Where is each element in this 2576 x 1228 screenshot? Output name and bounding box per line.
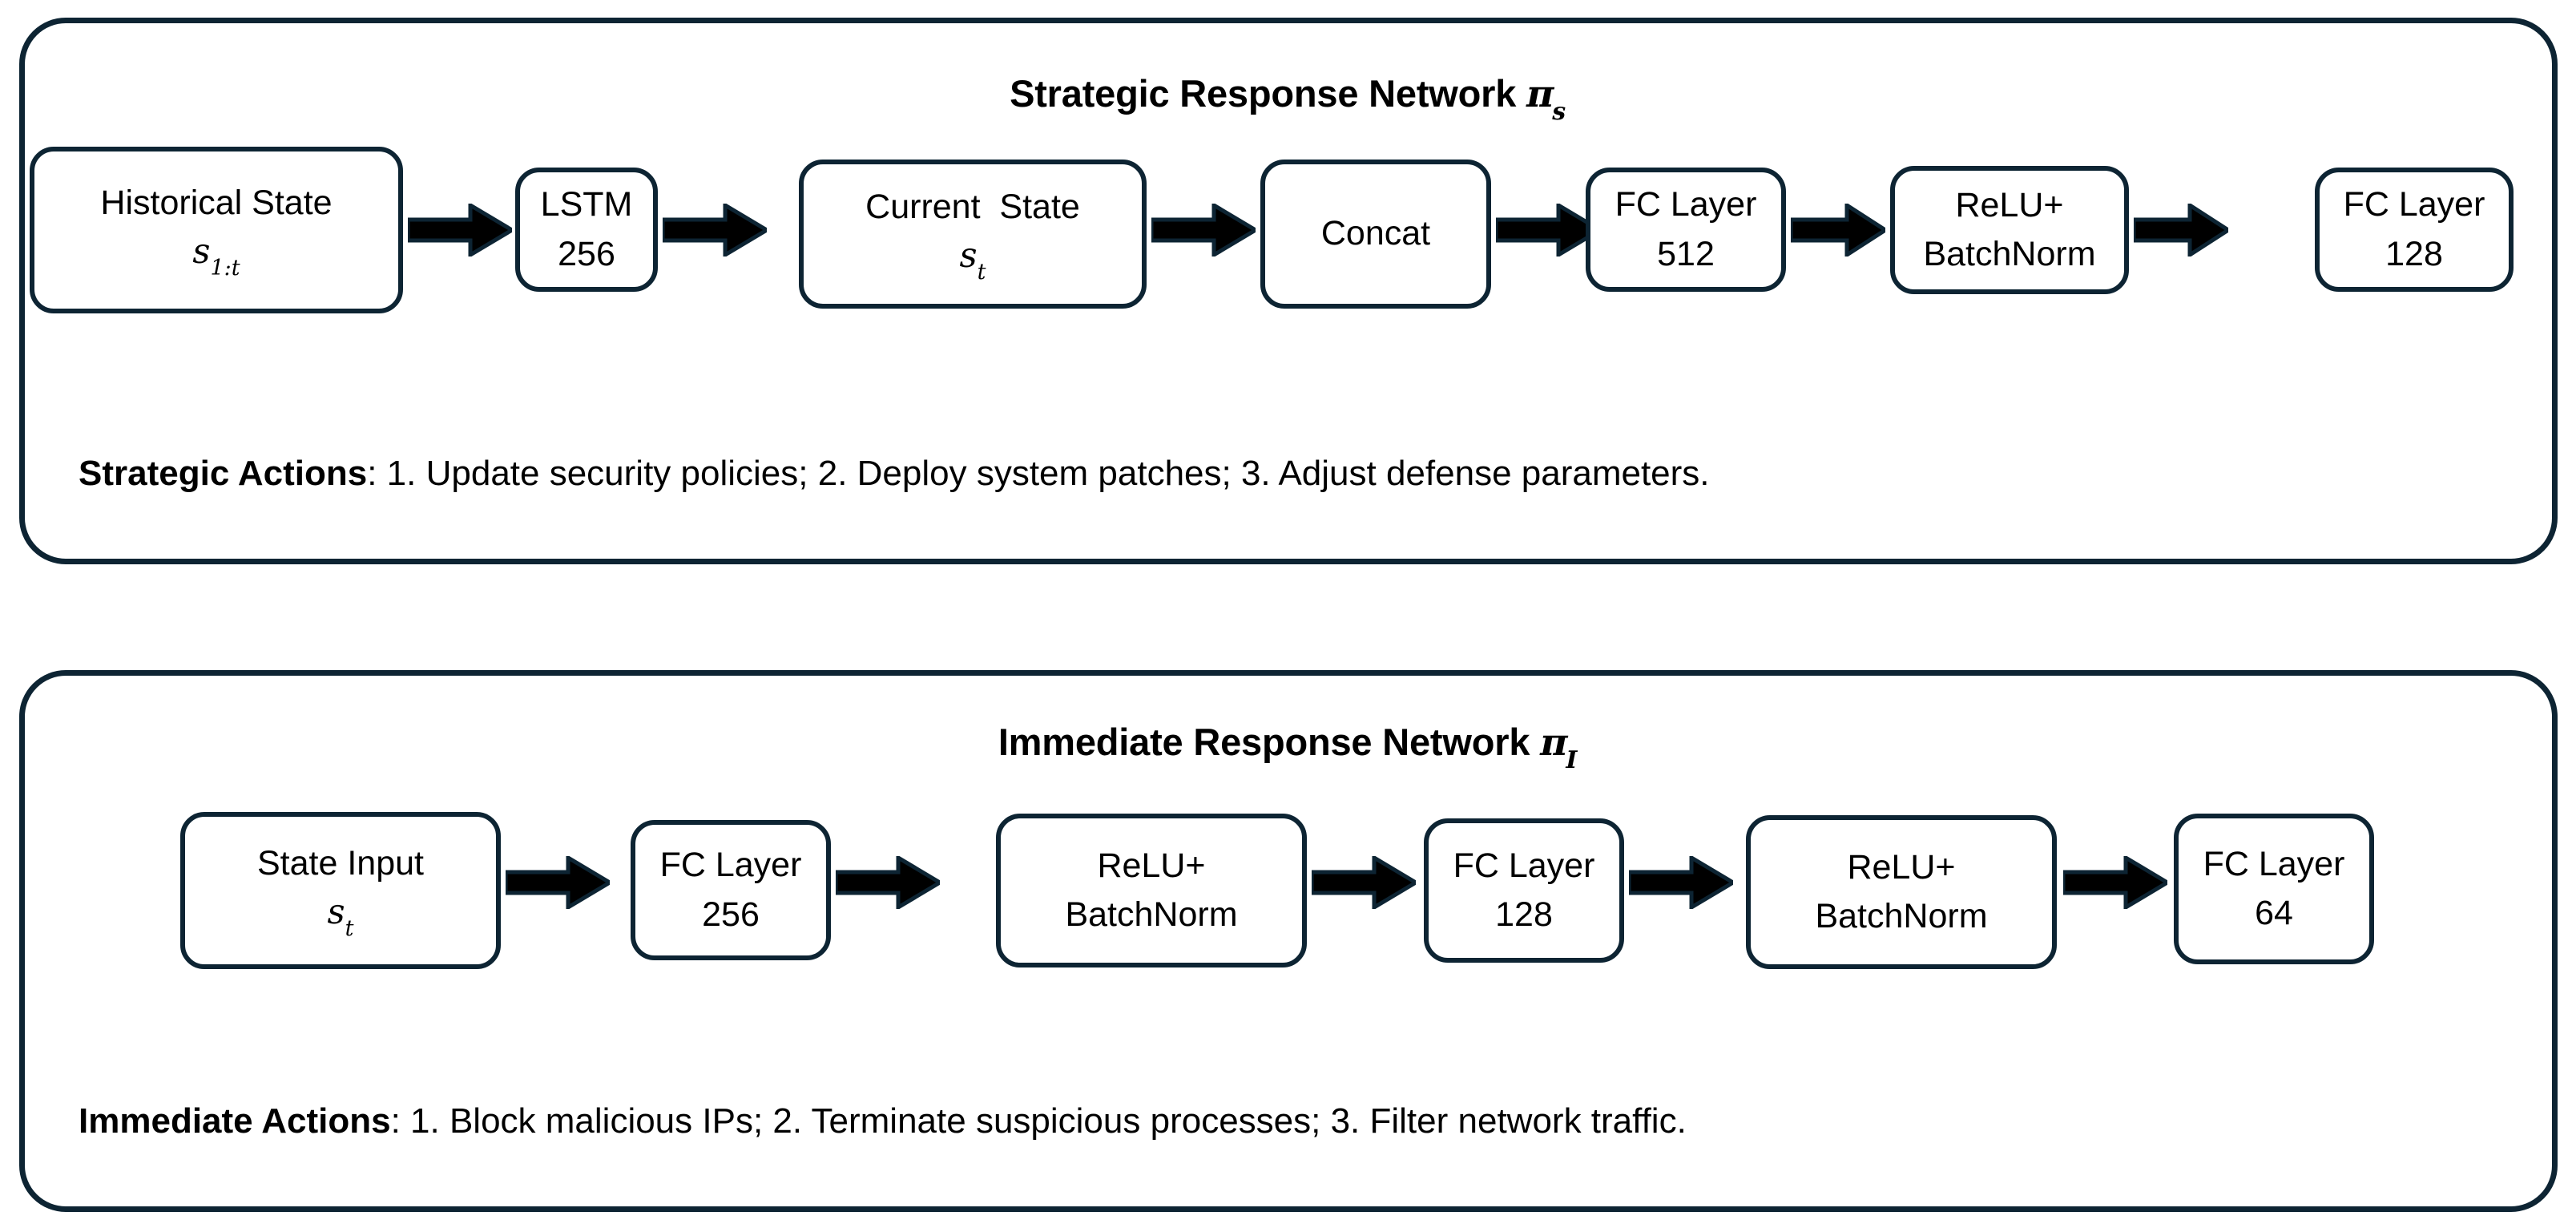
node-fc-layer-512[interactable]: FC Layer 512 [1586,168,1786,292]
arrow-relu-batchnorm-to-fc128 [2134,204,2228,257]
node-fc-layer-64[interactable]: FC Layer 64 [2174,814,2374,964]
node-fc-layer-128-strategic-label: FC Layer [2343,185,2485,224]
node-lstm-256-units: 256 [558,234,615,273]
arrow-lstm-to-current-state [663,204,767,257]
arrow-fc256-to-relu-batchnorm [836,856,940,909]
node-relu-batchnorm-immediate-2-line1: ReLU+ [1847,847,1956,887]
node-concat-label: Concat [1320,214,1431,253]
node-current-state-label: Current State [865,188,1080,227]
pi-subscript-immediate: I [1566,746,1578,775]
caption-strategic-actions-text: : 1. Update security policies; 2. Deploy… [367,454,1710,493]
node-historical-state-sublabel: s1:t [192,232,240,281]
caption-immediate-actions-text: : 1. Block malicious IPs; 2. Terminate s… [390,1101,1687,1141]
node-relu-batchnorm-1-line1: ReLU+ [1955,185,2064,224]
arrow-relu-batchnorm-to-fc128-immediate [1312,856,1416,909]
node-relu-batchnorm-immediate-1-line2: BatchNorm [1065,895,1238,934]
panel-immediate-response-network: Immediate Response Network πI State Inpu… [19,670,2558,1212]
arrow-concat-to-fc512 [1496,204,1600,257]
node-fc-layer-128-strategic[interactable]: FC Layer 128 [2315,168,2514,292]
arrow-fc128-to-relu-batchnorm-2 [1629,856,1733,909]
pi-subscript-strategic: s [1552,98,1566,127]
node-fc-layer-64-label: FC Layer [2203,844,2345,883]
node-relu-batchnorm-1-line2: BatchNorm [1923,235,2096,273]
node-fc-layer-64-units: 64 [2255,894,2293,932]
node-relu-batchnorm-immediate-2-line2: BatchNorm [1815,897,1988,935]
node-lstm-256-label: LSTM [540,185,633,224]
caption-immediate-actions-label: Immediate Actions [79,1101,391,1141]
arrow-historical-to-lstm [408,204,512,257]
node-relu-batchnorm-immediate-1-line1: ReLU+ [1097,846,1206,885]
pi-symbol-immediate: π [1540,721,1568,765]
node-relu-batchnorm-immediate-1[interactable]: ReLU+ BatchNorm [996,814,1307,967]
arrow-state-input-to-fc256 [506,856,610,909]
node-current-state[interactable]: Current State st [799,160,1147,309]
pi-symbol-strategic: π [1526,72,1554,116]
node-fc-layer-512-units: 512 [1657,234,1715,273]
node-state-input-sublabel: st [327,892,354,942]
arrow-relu-batchnorm-to-fc64 [2063,856,2167,909]
panel-strategic-response-network: Strategic Response Network πs Historical… [19,18,2558,564]
node-historical-state-label: Historical State [100,184,333,223]
node-lstm-256[interactable]: LSTM 256 [515,168,658,292]
node-historical-state[interactable]: Historical State s1:t [30,147,403,313]
caption-immediate-actions: Immediate Actions: 1. Block malicious IP… [79,1101,1687,1141]
node-fc-layer-256-immediate[interactable]: FC Layer 256 [631,820,831,960]
node-relu-batchnorm-1[interactable]: ReLU+ BatchNorm [1890,166,2129,294]
node-current-state-sublabel: st [959,236,986,285]
panel-strategic-title: Strategic Response Network πs [25,71,2552,126]
caption-strategic-actions-label: Strategic Actions [79,454,368,493]
panel-immediate-title: Immediate Response Network πI [25,720,2552,774]
panel-strategic-title-text: Strategic Response Network [1010,72,1527,115]
node-fc-layer-128-strategic-units: 128 [2385,234,2443,273]
node-relu-batchnorm-immediate-2[interactable]: ReLU+ BatchNorm [1746,815,2057,969]
panel-immediate-title-text: Immediate Response Network [998,721,1541,763]
node-fc-layer-128-immediate-units: 128 [1495,895,1553,934]
node-fc-layer-128-immediate[interactable]: FC Layer 128 [1424,818,1624,963]
node-state-input[interactable]: State Input st [180,812,501,969]
node-concat[interactable]: Concat [1260,160,1491,309]
node-state-input-label: State Input [257,844,424,883]
caption-strategic-actions: Strategic Actions: 1. Update security po… [79,454,1710,494]
node-fc-layer-256-immediate-units: 256 [702,895,760,934]
node-fc-layer-256-immediate-label: FC Layer [659,846,802,885]
arrow-fc512-to-relu-batchnorm [1791,204,1885,257]
node-fc-layer-512-label: FC Layer [1615,185,1757,224]
node-fc-layer-128-immediate-label: FC Layer [1453,846,1595,885]
arrow-current-state-to-concat [1151,204,1256,257]
